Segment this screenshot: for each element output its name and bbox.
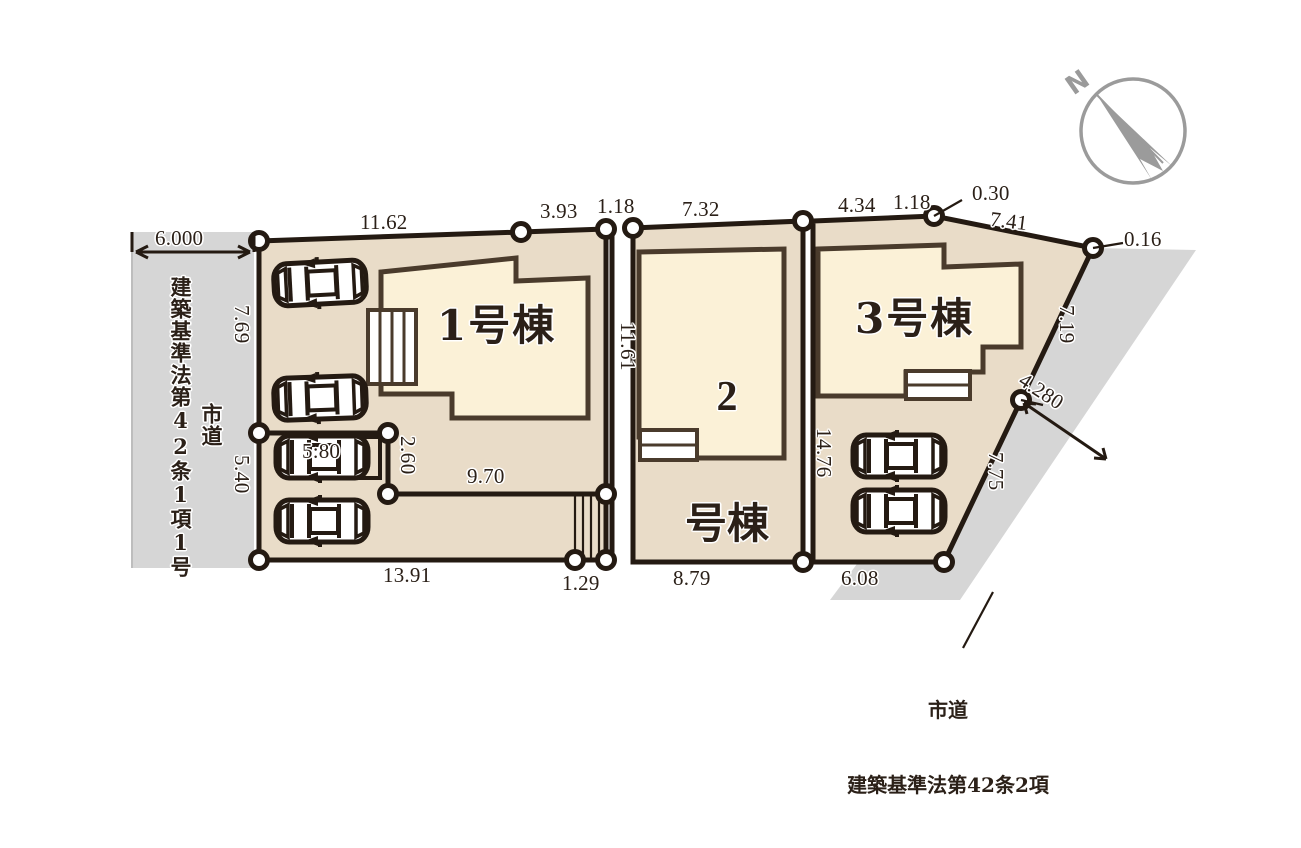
compass-rose (1079, 77, 1187, 185)
building-2-shape (636, 246, 787, 461)
car-icon-5 (853, 430, 945, 482)
road-width-dimension (130, 232, 256, 260)
site-plan: 1号棟 2 号棟 3号棟 11.62 3.93 1.18 7.32 4.34 1… (130, 64, 1196, 797)
leader-lines (933, 199, 1124, 649)
building-3-shape (815, 242, 1024, 399)
road-west (131, 232, 254, 568)
building-1-shape (378, 255, 591, 421)
access-strip (573, 494, 601, 560)
car-icon-3 (276, 431, 368, 483)
site-plan-drawing (130, 77, 1196, 649)
south-road-law-label: 建築基準法第42条2項 (847, 773, 1049, 797)
building-1-stairs (366, 308, 418, 386)
building-2-porch (638, 428, 699, 462)
car-icon-1 (273, 255, 368, 312)
car-icon-6 (853, 485, 945, 537)
car-icon-4 (276, 495, 368, 547)
building-3-porch (904, 369, 972, 401)
east-road-width-dimension (1022, 401, 1108, 461)
car-icon-2 (273, 370, 367, 425)
